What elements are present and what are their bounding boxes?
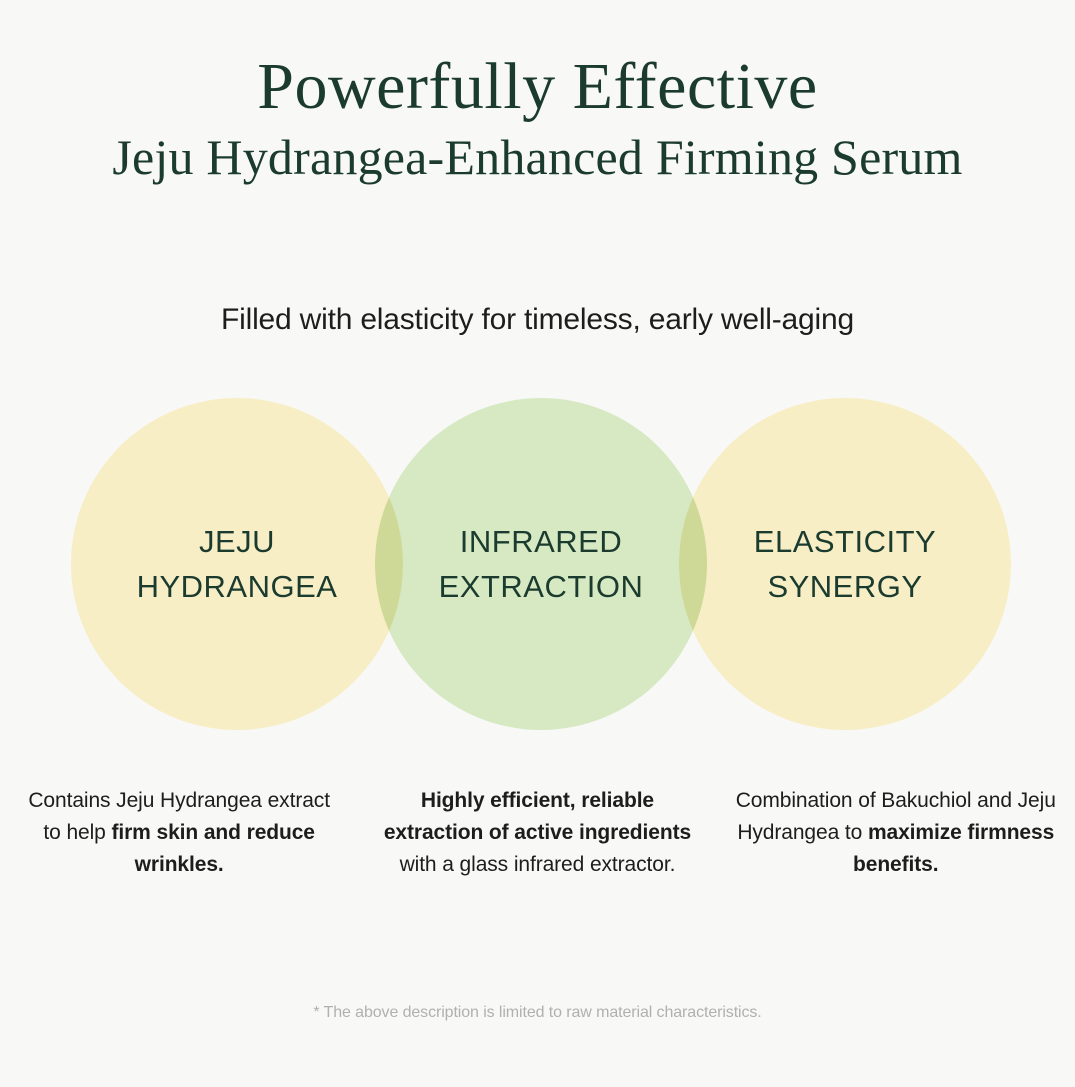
footnote-disclaimer: * The above description is limited to ra… — [313, 1004, 762, 1021]
headline-line-1: Powerfully Effective — [257, 50, 818, 123]
venn-circle-jeju-hydrangea — [71, 398, 403, 730]
venn-circle-shapes — [0, 398, 1075, 736]
caption-infrared-extraction: Highly efficient, reliable extraction of… — [383, 789, 692, 876]
caption-jeju-hydrangea: Contains Jeju Hydrangea extract to help … — [28, 789, 330, 876]
headline-line-2: Jeju Hydrangea-Enhanced Firming Serum — [112, 129, 963, 185]
venn-circle-infrared-extraction — [375, 398, 707, 730]
venn-circle-elasticity-synergy — [679, 398, 1011, 730]
caption-elasticity-synergy: Combination of Bakuchiol and Jeju Hydran… — [735, 789, 1056, 876]
subtitle: Filled with elasticity for timeless, ear… — [221, 303, 854, 336]
page-title: Powerfully Effective Jeju Hydrangea-Enha… — [0, 48, 1075, 188]
venn-diagram: JEJU HYDRANGEA INFRARED EXTRACTION ELAST… — [0, 398, 1075, 736]
caption-row: Contains Jeju Hydrangea extract to help … — [0, 785, 1075, 881]
